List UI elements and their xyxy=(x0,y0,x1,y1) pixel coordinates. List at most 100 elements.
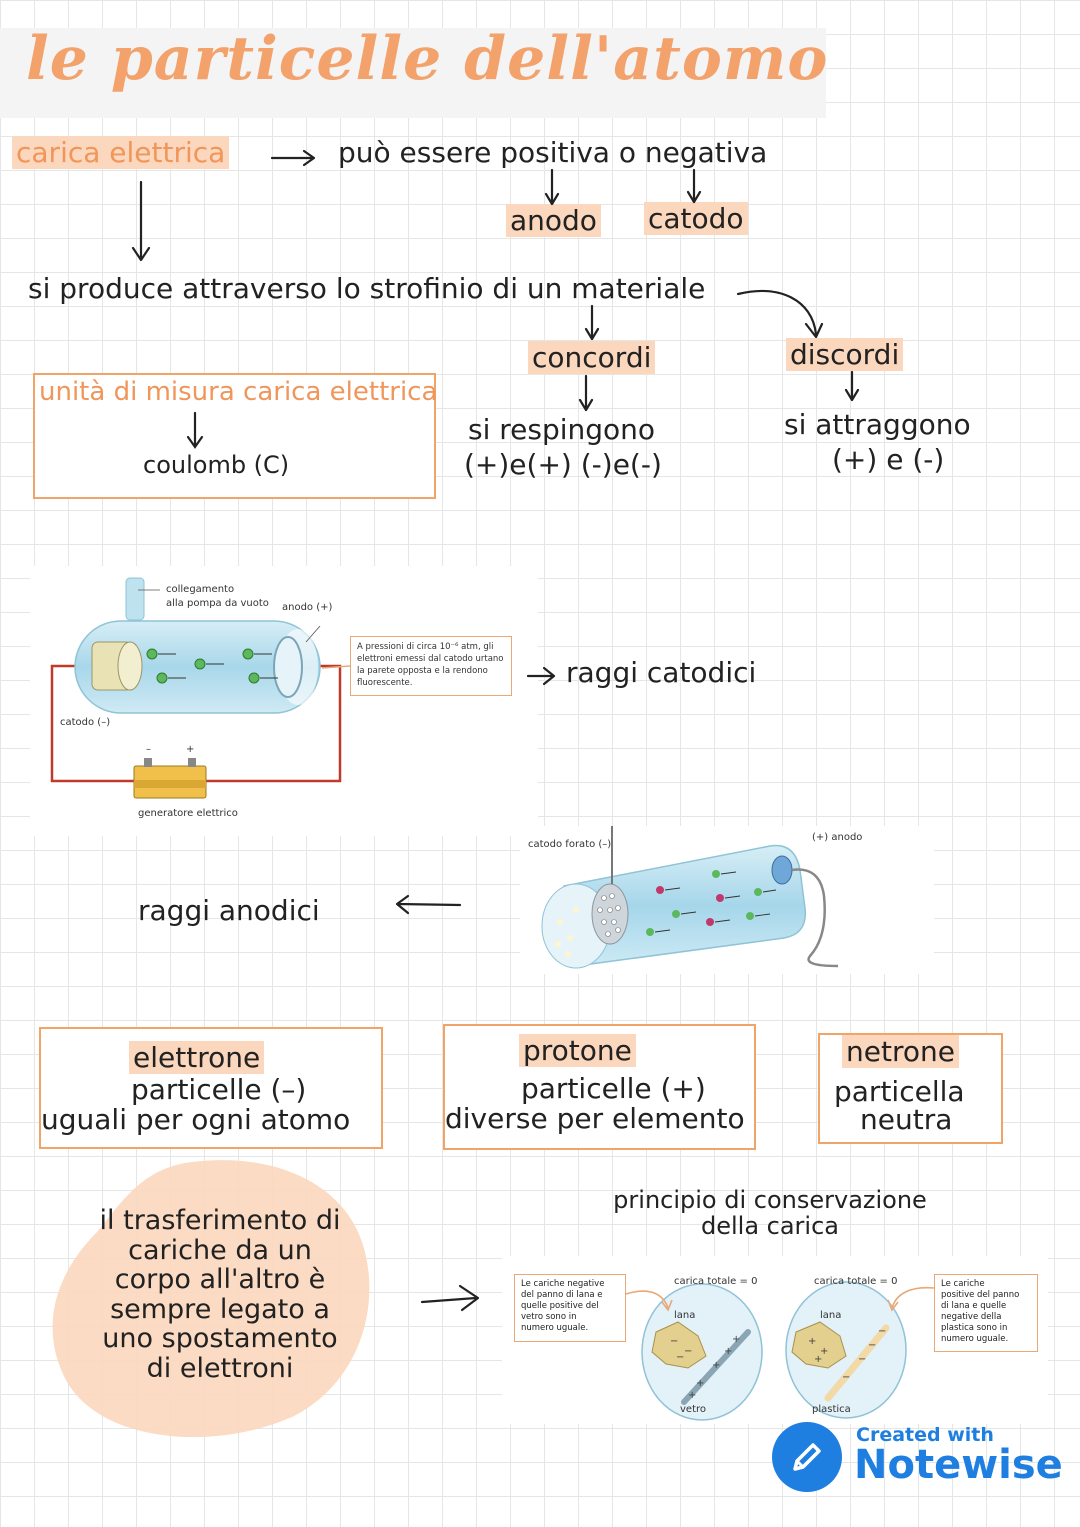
anode-ray-figure: catodo forato (–) (+) anodo xyxy=(520,826,934,974)
svg-text:+: + xyxy=(712,1360,720,1371)
battery-plus: + xyxy=(186,744,195,755)
pompa-label: alla pompa da vuoto xyxy=(166,598,269,609)
svg-text:+: + xyxy=(724,1346,732,1357)
note-line: numero uguale. xyxy=(521,1323,589,1333)
particle-name: protone xyxy=(519,1034,636,1067)
conservation-diagram: −−− +++ ++ +++ −−− − xyxy=(625,1281,935,1421)
generatore-label: generatore elettrico xyxy=(138,808,238,819)
svg-text:+: + xyxy=(808,1336,816,1347)
notewise-logo-icon xyxy=(772,1422,842,1492)
anodo-label: anodo xyxy=(506,204,601,237)
trasferimento-line: il trasferimento di xyxy=(99,1205,341,1236)
conservation-note-right: Le cariche positive del panno di lana e … xyxy=(934,1274,1038,1352)
svg-text:−: − xyxy=(676,1352,684,1363)
note-line: quelle positive del xyxy=(521,1301,599,1311)
note-line: numero uguale. xyxy=(941,1334,1009,1344)
particle-box-neutron: netrone particella neutra xyxy=(818,1033,1003,1144)
notewise-brand: Notewise xyxy=(854,1442,1063,1488)
cathode-tube-diagram xyxy=(50,577,342,799)
vetro-label: vetro xyxy=(680,1404,707,1415)
particle-name: elettrone xyxy=(129,1041,265,1074)
particle-desc: uguali per ogni atomo xyxy=(41,1103,351,1136)
particle-line1: particella xyxy=(834,1075,965,1108)
note-line: negative della xyxy=(941,1312,1002,1322)
totale-right: carica totale = 0 xyxy=(814,1276,898,1287)
title-band xyxy=(0,28,826,118)
particle-name: netrone xyxy=(842,1035,959,1068)
cathode-note-line: la parete opposta e la rendono xyxy=(357,666,488,676)
plastica-label: plastica xyxy=(812,1404,851,1415)
svg-text:−: − xyxy=(842,1372,850,1383)
svg-text:+: + xyxy=(696,1378,704,1389)
anodici-arrow xyxy=(395,894,462,915)
principio-line: della carica xyxy=(700,1212,839,1240)
totale-left: carica totale = 0 xyxy=(674,1276,758,1287)
anode-fig-catodo: catodo forato (–) xyxy=(528,839,612,850)
note-line: di lana e quelle xyxy=(941,1301,1007,1311)
catodo-label: catodo xyxy=(644,202,748,235)
principio-line: principio di conservazione xyxy=(613,1186,927,1214)
cathode-note: A pressioni di circa 10⁻⁶ atm, gli elett… xyxy=(350,636,512,696)
lana-left: lana xyxy=(674,1310,696,1321)
page-title: le particelle dell'atomo xyxy=(26,24,829,94)
note-line: plastica sono in xyxy=(941,1323,1008,1333)
attraggono-symbols: (+) e (-) xyxy=(832,443,945,476)
trasferimento-line: uno spostamento xyxy=(102,1323,338,1354)
lana-right: lana xyxy=(820,1310,842,1321)
svg-text:−: − xyxy=(684,1346,692,1357)
particle-line2: neutra xyxy=(860,1103,953,1136)
trasferimento-line: cariche da un xyxy=(128,1234,312,1266)
svg-text:−: − xyxy=(858,1354,866,1365)
created-with-label: Created with xyxy=(856,1424,994,1446)
concordi-label: concordi xyxy=(528,341,656,374)
trasferimento-line: sempre legato a xyxy=(110,1293,330,1325)
particle-box-electron: elettrone particelle (–) uguali per ogni… xyxy=(39,1027,383,1149)
principio-title: principio di conservazione della carica xyxy=(600,1187,940,1239)
conservation-note-left: Le cariche negative del panno di lana e … xyxy=(514,1274,626,1342)
battery-minus: – xyxy=(146,744,151,755)
cathode-ray-figure: collegamento alla pompa da vuoto anodo (… xyxy=(30,566,538,836)
svg-text:−: − xyxy=(670,1336,678,1347)
trasferimento-arrow xyxy=(420,1284,480,1312)
anode-tube-diagram xyxy=(541,826,839,969)
svg-text:−: − xyxy=(868,1340,876,1351)
particle-box-proton: protone particelle (+) diverse per eleme… xyxy=(443,1024,756,1150)
cathode-note-line: fluorescente. xyxy=(357,678,413,688)
trasferimento-text: il trasferimento di cariche da un corpo … xyxy=(60,1206,380,1383)
carica-elettrica-label: carica elettrica xyxy=(12,136,230,169)
respingono-symbols: (+)e(+) (-)e(-) xyxy=(464,448,662,481)
conservation-figure: −−− +++ ++ +++ −−− − Le cariche negative… xyxy=(502,1256,1048,1424)
particle-charge: particelle (–) xyxy=(131,1073,307,1106)
trasferimento-line: di elettroni xyxy=(146,1352,294,1384)
note-line: Le cariche xyxy=(941,1279,985,1289)
unit-arrow xyxy=(186,411,204,449)
svg-text:+: + xyxy=(688,1390,696,1401)
catodici-arrow xyxy=(526,666,556,686)
pencil-icon xyxy=(793,1443,821,1471)
note-line: vetro sono in xyxy=(521,1312,577,1322)
attraggono-text: si attraggono xyxy=(784,408,971,441)
svg-text:+: + xyxy=(820,1346,828,1357)
note-pointer xyxy=(321,665,351,669)
produce-text: si produce attraverso lo strofinio di un… xyxy=(28,272,706,305)
highlight-blob xyxy=(52,1160,370,1438)
note-line: Le cariche negative xyxy=(521,1279,605,1289)
svg-text:−: − xyxy=(878,1326,886,1337)
particle-desc: diverse per elemento xyxy=(445,1102,745,1135)
particle-charge: particelle (+) xyxy=(521,1072,706,1105)
trasferimento-line: corpo all'altro è xyxy=(114,1264,326,1295)
raggi-anodici: raggi anodici xyxy=(138,894,320,927)
raggi-catodici: raggi catodici xyxy=(566,656,757,689)
cathode-fig-anodo: anodo (+) xyxy=(282,602,333,613)
svg-text:+: + xyxy=(814,1354,822,1365)
respingono-text: si respingono xyxy=(468,413,656,446)
unit-box: unità di misura carica elettrica coulomb… xyxy=(33,373,438,499)
concept-arrows xyxy=(131,149,860,412)
unit-box-title: unità di misura carica elettrica xyxy=(39,377,438,407)
svg-text:+: + xyxy=(732,1334,740,1345)
cathode-note-line: elettroni emessi dal catodo urtano xyxy=(357,654,504,664)
discordi-label: discordi xyxy=(786,338,904,371)
carica-desc: può essere positiva o negativa xyxy=(338,136,768,169)
anode-fig-anodo: (+) anodo xyxy=(812,832,863,843)
cathode-fig-catodo: catodo (–) xyxy=(60,717,111,728)
